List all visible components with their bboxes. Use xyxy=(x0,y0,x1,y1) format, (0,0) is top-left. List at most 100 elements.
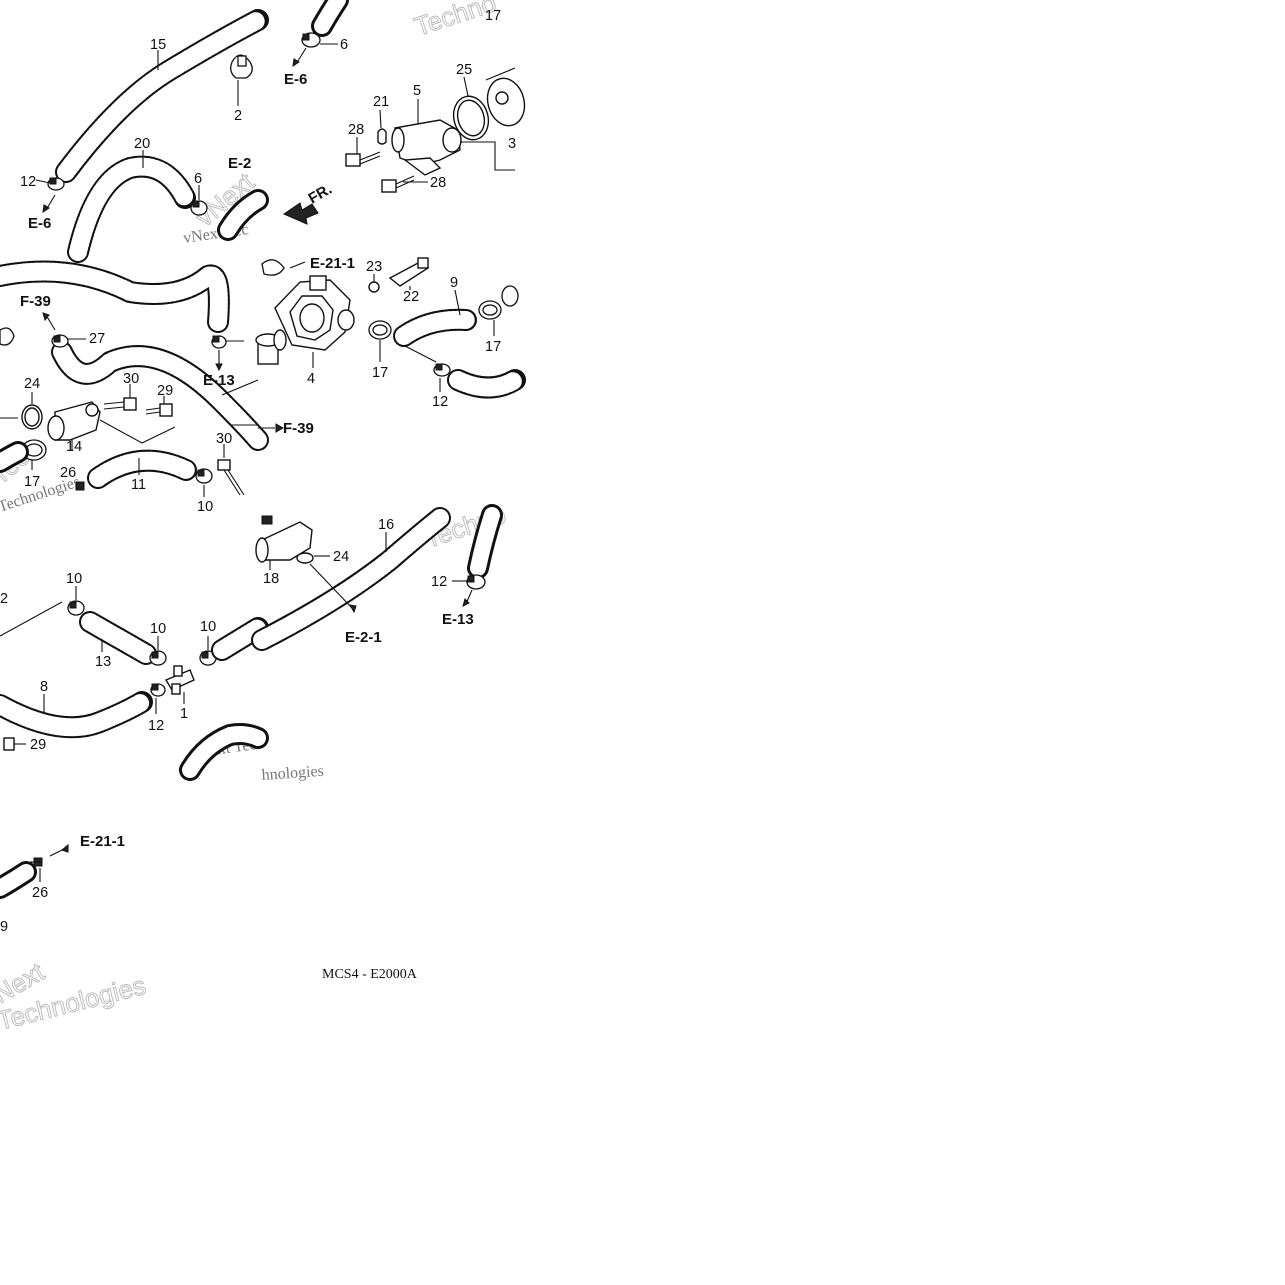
part-label: 17 xyxy=(24,474,40,490)
part-label: 10 xyxy=(150,621,166,637)
clamp-17 xyxy=(368,320,392,340)
part-label: 29 xyxy=(157,383,173,399)
reference-label: E-6 xyxy=(28,215,51,232)
clamp-26 xyxy=(30,857,43,867)
clamp-12 xyxy=(211,335,227,349)
part-label: 10 xyxy=(66,571,82,587)
bolt-30 xyxy=(217,444,245,496)
reference-label: E-2-1 xyxy=(345,629,382,646)
water-outlet-5 xyxy=(391,119,462,176)
clamp-17 xyxy=(478,285,519,320)
part-label: 12 xyxy=(148,718,164,734)
part-label: 22 xyxy=(403,289,419,305)
hose-13-inner xyxy=(81,613,155,663)
part-label: 10 xyxy=(200,619,216,635)
clamp-26 xyxy=(75,481,85,491)
reference-label: E-2 xyxy=(228,155,251,172)
part-label: 16 xyxy=(378,517,394,533)
hose-19-inner xyxy=(213,619,267,659)
tile-middle-right: E-21-1 23 22 9 4 17 17 12 F-39 xyxy=(255,255,526,437)
part-label: 9 xyxy=(0,919,8,935)
clamp-12 xyxy=(150,683,166,697)
part-label: 11 xyxy=(131,477,146,493)
part-label: 1 xyxy=(180,706,188,722)
direction-label: FR. xyxy=(306,181,335,208)
clamp-27 xyxy=(51,334,69,348)
part-label: 30 xyxy=(216,431,232,447)
front-direction-arrow: FR. xyxy=(282,181,335,225)
part-label: 3 xyxy=(508,136,516,152)
clamp-6 xyxy=(190,200,208,216)
part-label: 27 xyxy=(89,331,105,347)
tile-lower-right: 16 24 18 12 E-2-1 E-13 xyxy=(251,504,503,651)
reference-label: E-21-1 xyxy=(80,833,125,850)
tile-bottom: E-21-1 26 9 MCS4 - E2000A xyxy=(0,833,418,982)
o-ring-24 xyxy=(296,552,314,564)
hose-lower-right-inner xyxy=(449,371,524,397)
part-label: 15 xyxy=(150,37,166,53)
hose-upper-long-inner xyxy=(0,262,228,331)
part-label: 5 xyxy=(413,83,421,99)
reference-label: E-13 xyxy=(203,372,235,389)
part-label: 2 xyxy=(0,591,8,607)
tile-lower-left: 10 2 13 10 10 1 12 8 29 xyxy=(0,571,269,781)
reference-label: E-13 xyxy=(442,611,474,628)
clamp-10 xyxy=(149,650,167,666)
hose-lower-long-inner xyxy=(53,343,267,449)
part-label: 2 xyxy=(234,108,242,124)
joint-1 xyxy=(164,665,195,695)
part-label: 6 xyxy=(194,171,202,187)
clamp-10 xyxy=(67,600,85,616)
o-ring xyxy=(273,329,287,351)
part-label: 21 xyxy=(373,94,389,110)
clamp-12 xyxy=(261,259,285,276)
tile-middle-left: F-39 27 E-13 24 30 29 14 17 26 11 30 10 xyxy=(0,260,269,515)
part-label: 17 xyxy=(485,339,501,355)
part-label: 6 xyxy=(340,37,348,53)
part-label: 23 xyxy=(366,259,382,275)
part-label: 26 xyxy=(60,465,76,481)
clamp-12 xyxy=(47,177,65,191)
part-label: 4 xyxy=(307,371,315,387)
bolt-28 xyxy=(345,151,381,167)
part-label: 18 xyxy=(263,571,279,587)
part-label: 30 xyxy=(123,371,139,387)
part-label: 28 xyxy=(348,122,364,138)
part-label: 17 xyxy=(485,8,501,24)
part-label: 12 xyxy=(20,174,36,190)
part-label: 26 xyxy=(32,885,48,901)
part-label: 24 xyxy=(333,549,349,565)
hose-top-inner xyxy=(314,0,346,34)
hose-15-inner xyxy=(57,11,267,181)
bolt-29 xyxy=(145,396,173,417)
thermostat-3 xyxy=(485,67,526,127)
bracket-21 xyxy=(377,128,387,145)
clamp-10 xyxy=(195,468,213,484)
diagram-code: MCS4 - E2000A xyxy=(322,967,418,982)
hose-11-inner xyxy=(89,451,195,487)
part-label: 14 xyxy=(66,439,82,455)
hose-9-inner xyxy=(395,310,475,345)
reference-label: F-39 xyxy=(283,420,314,437)
bolt-28 xyxy=(381,175,415,193)
water-outlet-18 xyxy=(255,515,313,563)
washer-23 xyxy=(368,281,380,293)
reference-label: E-21-1 xyxy=(310,255,355,272)
clamp-12 xyxy=(433,363,451,377)
part-label: 12 xyxy=(431,574,447,590)
clamp-2 xyxy=(230,54,253,79)
part-label: 10 xyxy=(197,499,213,515)
thermostat-housing-4 xyxy=(274,275,355,351)
part-label: 29 xyxy=(30,737,46,753)
hose-20-inner xyxy=(69,157,194,261)
reference-label: F-39 xyxy=(20,293,51,310)
part-label: 9 xyxy=(450,275,458,291)
part-label: 25 xyxy=(456,62,472,78)
hose-e2-inner xyxy=(220,192,266,238)
part-label: 20 xyxy=(134,136,150,152)
clamp-6 xyxy=(301,32,321,48)
part-label: 24 xyxy=(24,376,40,392)
part-label: 12 xyxy=(432,394,448,410)
part-label: 28 xyxy=(430,175,446,191)
